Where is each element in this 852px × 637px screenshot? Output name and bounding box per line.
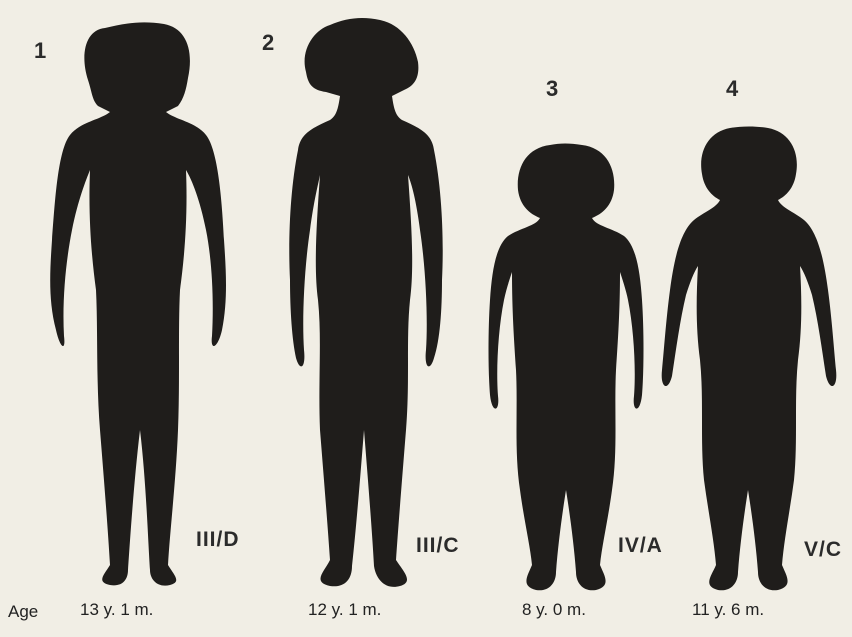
figure-2-number: 2 xyxy=(262,30,274,56)
figure-1-class: III/D xyxy=(196,528,240,552)
silhouette-1 xyxy=(50,22,226,585)
figure-1-age: 13 y. 1 m. xyxy=(80,600,153,620)
figure-3-class: IV/A xyxy=(618,534,663,558)
figure-4-number: 4 xyxy=(726,76,738,102)
figure-3-age: 8 y. 0 m. xyxy=(522,600,586,620)
figure-1-number: 1 xyxy=(34,38,46,64)
silhouette-3 xyxy=(489,144,644,591)
silhouette-2 xyxy=(289,18,442,587)
figure-2-class: III/C xyxy=(416,534,460,558)
silhouette-4 xyxy=(662,127,837,591)
age-label: Age xyxy=(8,602,38,622)
figure-4-class: V/C xyxy=(804,538,842,562)
figure-3-number: 3 xyxy=(546,76,558,102)
figure-2-age: 12 y. 1 m. xyxy=(308,600,381,620)
figure-4-age: 11 y. 6 m. xyxy=(692,600,764,620)
